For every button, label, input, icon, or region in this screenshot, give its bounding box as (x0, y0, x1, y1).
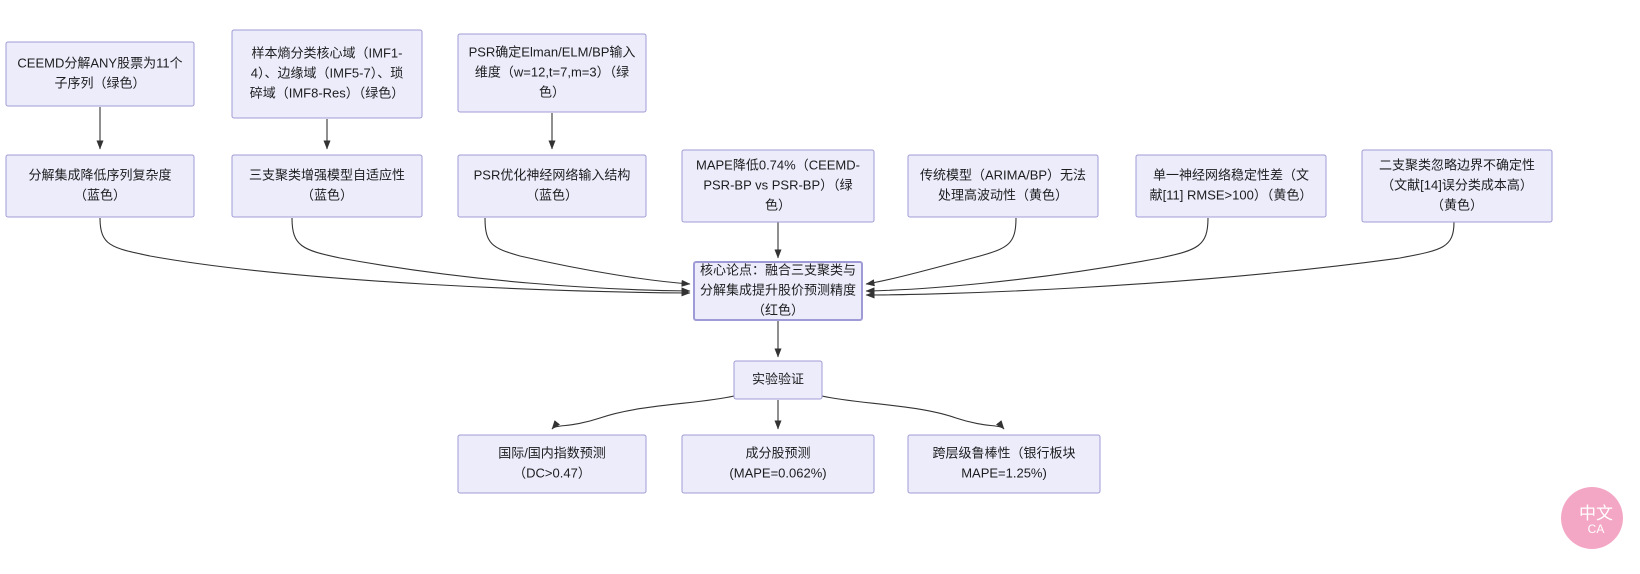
node-sample-entropy-domains[interactable]: 样本熵分类核心域（IMF1- 4）、边缘域（IMF5-7）、琐碎域（IMF8-Re… (231, 29, 423, 119)
node-psr-optimizes-network-input-box[interactable] (457, 154, 647, 218)
node-psr-input-dimension-line-0: PSR确定Elman/ELM/BP输入 (469, 44, 636, 59)
node-single-network-instability[interactable]: 单一神经网络稳定性差（文献[11] RMSE>100）（黄色） (1135, 154, 1327, 218)
watermark-badge: 中文 CA (1561, 487, 1623, 549)
node-two-way-clustering-boundary-line-2: （黄色） (1431, 197, 1483, 212)
node-two-way-clustering-boundary[interactable]: 二支聚类忽略边界不确定性 （文献[14]误分类成本高） （黄色） (1361, 149, 1553, 223)
node-mape-reduction-line-1: PSR-BP vs PSR-BP）（绿 (703, 177, 852, 192)
node-traditional-model-limitation-line-0: 传统模型（ARIMA/BP）无法 (920, 167, 1086, 182)
edge-n4-core (99, 217, 691, 297)
node-cross-level-robustness-result[interactable]: 跨层级鲁棒性（银行板块 MAPE=1.25%) (907, 434, 1101, 494)
node-index-forecast-result-line-1: （DC>0.47） (513, 465, 591, 480)
node-decomposition-reduces-complexity-box[interactable] (5, 154, 195, 218)
node-mape-reduction-line-2: 色） (765, 197, 791, 212)
node-traditional-model-limitation-line-1: 处理高波动性（黄色） (938, 187, 1068, 202)
node-decomposition-reduces-complexity-line-1: （蓝色） (74, 187, 126, 202)
node-cross-level-robustness-result-line-1: MAPE=1.25%) (961, 465, 1047, 480)
node-index-forecast-result-box[interactable] (457, 434, 647, 494)
node-cross-level-robustness-result-box[interactable] (907, 434, 1101, 494)
node-psr-input-dimension-box[interactable] (457, 33, 647, 113)
node-mape-reduction[interactable]: MAPE降低0.74%（CEEMD- PSR-BP vs PSR-BP）（绿色） (681, 149, 875, 223)
node-psr-input-dimension-line-2: 色） (539, 84, 565, 99)
node-ceemd-decompose-line-0: CEEMD分解ANY股票为11个 (17, 55, 182, 70)
watermark-text: 中文 (1579, 504, 1613, 523)
node-single-network-instability-line-0: 单一神经网络稳定性差（文 (1153, 167, 1309, 182)
node-core-thesis-line-1: 分解集成提升股价预测精度 (700, 282, 856, 297)
node-constituent-stock-result-line-1: (MAPE=0.062%) (729, 465, 826, 480)
edge-n5-core (291, 217, 691, 295)
node-experimental-validation[interactable]: 实验验证 (733, 360, 823, 400)
node-constituent-stock-result-box[interactable] (681, 434, 875, 494)
node-index-forecast-result-line-0: 国际/国内指数预测 (498, 445, 606, 460)
node-two-way-clustering-boundary-box[interactable] (1361, 149, 1553, 223)
node-psr-optimizes-network-input-line-0: PSR优化神经网络输入结构 (474, 167, 631, 182)
node-two-way-clustering-boundary-line-1: （文献[14]误分类成本高） (1381, 177, 1533, 192)
node-sample-entropy-domains-line-0: 样本熵分类核心域（IMF1- (252, 45, 403, 60)
node-core-thesis-box[interactable] (693, 261, 863, 321)
node-three-way-clustering-adaptivity[interactable]: 三支聚类增强模型自适应性 （蓝色） (231, 154, 423, 218)
node-core-thesis-line-2: （红色） (752, 302, 804, 317)
node-sample-entropy-domains-line-2: 碎域（IMF8-Res）（绿色） (250, 85, 405, 100)
edge-n8-core (865, 217, 1017, 287)
edge-n9-core (865, 217, 1209, 295)
node-mape-reduction-box[interactable] (681, 149, 875, 223)
edge-n6-core (484, 217, 691, 287)
node-psr-optimizes-network-input-line-1: （蓝色） (526, 187, 578, 202)
node-ceemd-decompose-line-1: 子序列（绿色） (54, 75, 145, 90)
node-experimental-validation-line-0: 实验验证 (752, 371, 804, 386)
node-mape-reduction-line-0: MAPE降低0.74%（CEEMD- (696, 157, 860, 172)
node-experimental-validation-box[interactable] (733, 360, 823, 400)
node-index-forecast-result[interactable]: 国际/国内指数预测 （DC>0.47） (457, 434, 647, 494)
node-single-network-instability-box[interactable] (1135, 154, 1327, 218)
node-ceemd-decompose-box[interactable] (5, 41, 195, 107)
node-three-way-clustering-adaptivity-box[interactable] (231, 154, 423, 218)
node-constituent-stock-result[interactable]: 成分股预测 (MAPE=0.062%) (681, 434, 875, 494)
edges-layer (96, 107, 1455, 430)
node-core-thesis-line-0: 核心论点：融合三支聚类与 (700, 262, 856, 277)
edge-exp-r1 (551, 395, 735, 430)
watermark-subtext: CA (1587, 522, 1605, 536)
node-sample-entropy-domains-box[interactable] (231, 29, 423, 119)
node-decomposition-reduces-complexity-line-0: 分解集成降低序列复杂度 (28, 167, 171, 182)
node-three-way-clustering-adaptivity-line-1: （蓝色） (301, 187, 353, 202)
node-sample-entropy-domains-line-1: 4）、边缘域（IMF5-7）、琐 (251, 65, 403, 80)
node-decomposition-reduces-complexity[interactable]: 分解集成降低序列复杂度 （蓝色） (5, 154, 195, 218)
node-three-way-clustering-adaptivity-line-0: 三支聚类增强模型自适应性 (249, 167, 405, 182)
node-traditional-model-limitation-box[interactable] (907, 154, 1099, 218)
node-psr-input-dimension-line-1: 维度（w=12,t=7,m=3）（绿 (475, 64, 629, 79)
edge-n10-core (865, 221, 1455, 299)
node-psr-optimizes-network-input[interactable]: PSR优化神经网络输入结构 （蓝色） (457, 154, 647, 218)
node-single-network-instability-line-1: 献[11] RMSE>100）（黄色） (1150, 187, 1313, 202)
edge-exp-r3 (821, 395, 1005, 430)
node-cross-level-robustness-result-line-0: 跨层级鲁棒性（银行板块 (932, 445, 1075, 460)
node-two-way-clustering-boundary-line-0: 二支聚类忽略边界不确定性 (1379, 157, 1535, 172)
node-constituent-stock-result-line-0: 成分股预测 (745, 445, 810, 460)
